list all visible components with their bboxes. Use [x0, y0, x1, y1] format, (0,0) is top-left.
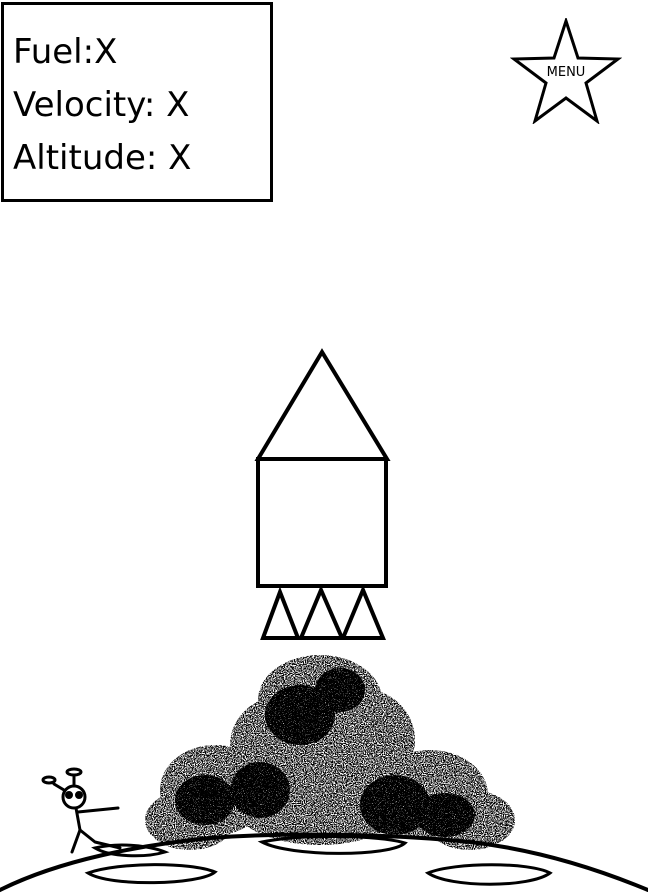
fuel-readout: Fuel:X — [13, 32, 118, 72]
menu-label: MENU — [546, 65, 586, 80]
moon-surface — [0, 832, 648, 892]
menu-button[interactable]: MENU — [510, 18, 622, 124]
rocket-thruster-left — [260, 586, 301, 640]
crater-2 — [84, 863, 218, 885]
craters — [84, 834, 553, 886]
velocity-readout: Velocity: X — [13, 85, 190, 125]
crater-4 — [424, 863, 553, 886]
rocket-nose — [254, 348, 391, 461]
rocket-thruster-right — [340, 584, 386, 640]
rocket-thruster-middle — [298, 584, 346, 640]
exhaust-cloud — [145, 655, 515, 850]
star-icon — [510, 18, 622, 124]
astronaut — [41, 767, 122, 854]
altitude-readout: Altitude: X — [13, 138, 192, 178]
crater-3 — [257, 834, 408, 855]
hud-panel: Fuel:X Velocity: X Altitude: X — [1, 2, 273, 202]
rocket — [254, 348, 391, 640]
rocket-body — [256, 457, 388, 588]
crater-1 — [91, 843, 170, 858]
